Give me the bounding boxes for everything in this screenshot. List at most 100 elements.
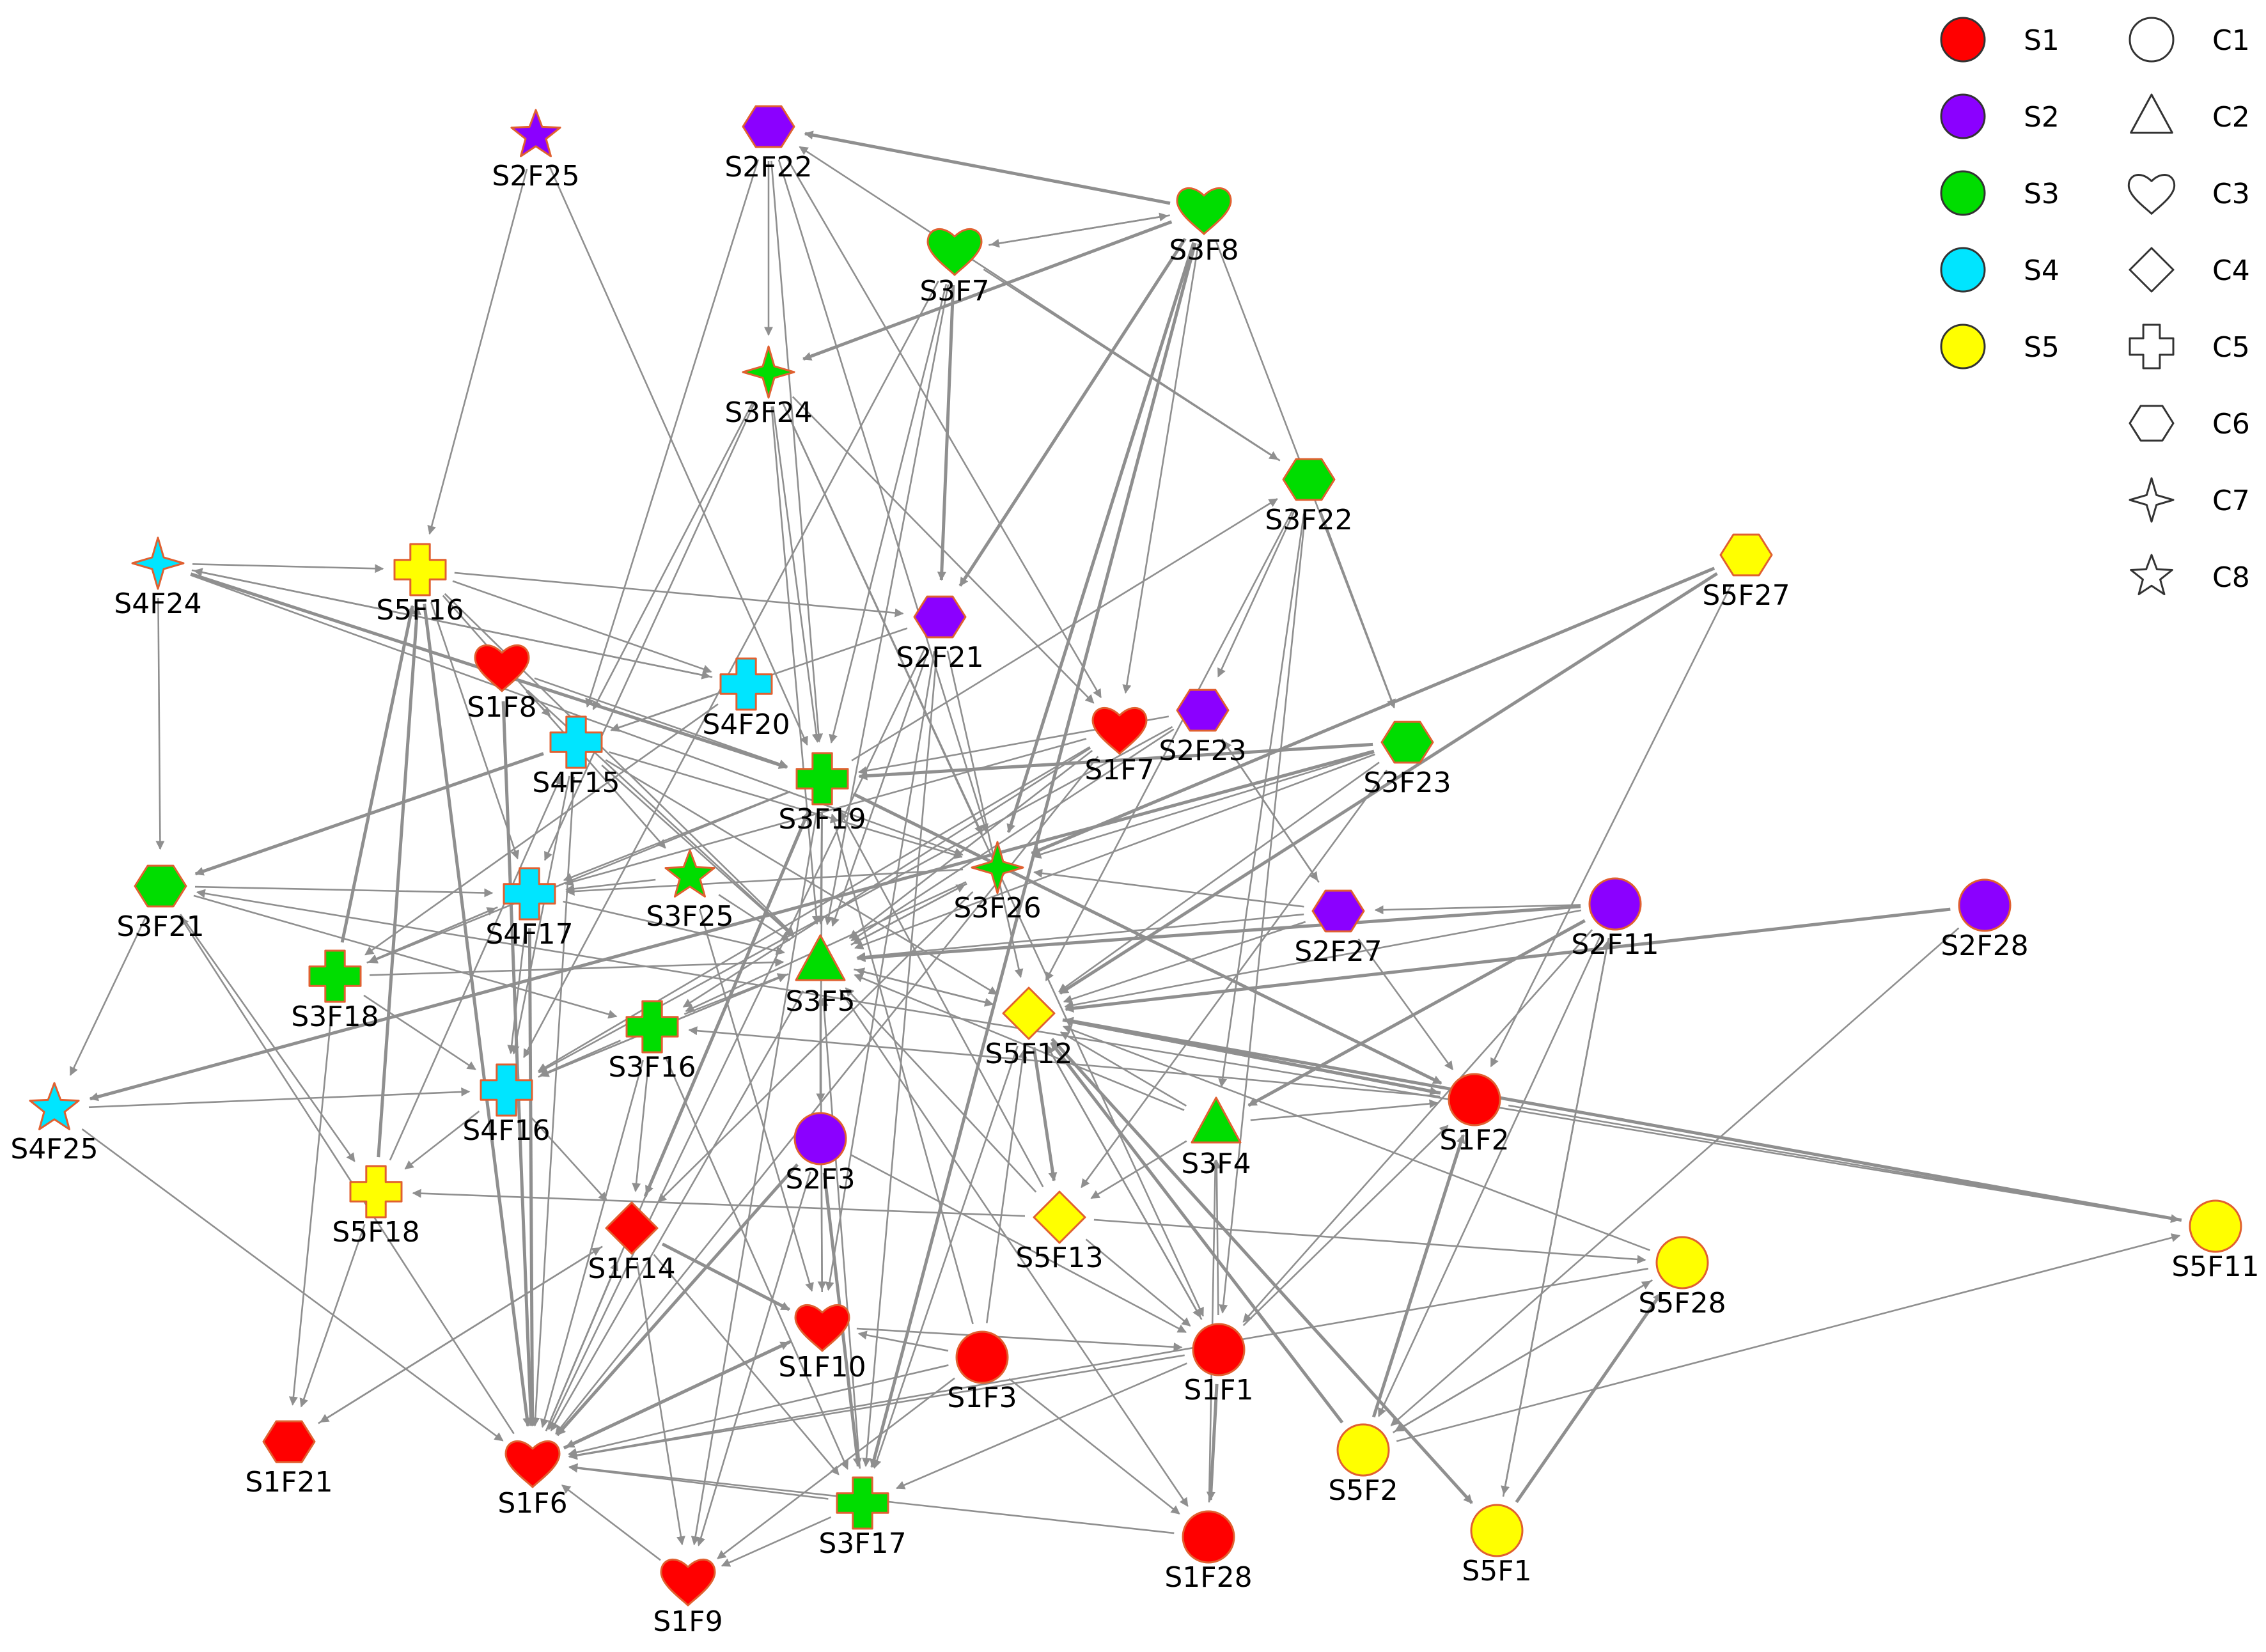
node-S5F12[interactable]: S5F12 xyxy=(985,986,1073,1070)
node-S1F9[interactable]: S1F9 xyxy=(653,1559,723,1638)
legend-shape-C4: C4 xyxy=(2129,247,2250,293)
edge-S3F16-S4F16 xyxy=(539,1040,621,1077)
node-S3F17[interactable]: S3F17 xyxy=(818,1476,907,1560)
node-S2F27[interactable]: S2F27 xyxy=(1294,889,1382,968)
node-S4F15[interactable]: S4F15 xyxy=(532,715,620,799)
cross-icon xyxy=(836,1476,889,1530)
node-S3F19[interactable]: S3F19 xyxy=(778,752,866,836)
node-S1F14[interactable]: S1F14 xyxy=(588,1201,676,1285)
edge-S3F23-S3F19 xyxy=(858,742,1373,781)
edge-S3F26-S4F17 xyxy=(565,868,964,896)
node-S4F25[interactable]: S4F25 xyxy=(10,1082,98,1165)
node-label: S4F25 xyxy=(10,1133,98,1165)
node-S1F1[interactable]: S1F1 xyxy=(1184,1323,1254,1407)
node-S5F16[interactable]: S5F16 xyxy=(376,543,464,627)
node-S5F2[interactable]: S5F2 xyxy=(1328,1423,1398,1507)
cross-icon xyxy=(719,657,773,711)
node-S1F3[interactable]: S1F3 xyxy=(947,1330,1017,1414)
edge-S3F24-S3F26 xyxy=(782,403,983,835)
node-S5F11[interactable]: S5F11 xyxy=(2171,1199,2260,1283)
node-S2F3[interactable]: S2F3 xyxy=(785,1112,856,1196)
edge-S1F1-S1F2 xyxy=(1242,1125,1449,1327)
edge-S2F3-S1F1 xyxy=(850,1154,1187,1334)
node-label: S5F16 xyxy=(376,594,464,627)
node-label: S4F15 xyxy=(532,767,620,799)
node-S4F16[interactable]: S4F16 xyxy=(462,1063,551,1147)
node-S5F1[interactable]: S5F1 xyxy=(1462,1504,1532,1587)
node-label: S3F17 xyxy=(818,1527,906,1560)
node-S3F16[interactable]: S3F16 xyxy=(608,1000,696,1084)
node-S3F23[interactable]: S3F23 xyxy=(1363,721,1451,799)
node-S1F7[interactable]: S1F7 xyxy=(1084,707,1155,786)
node-S4F20[interactable]: S4F20 xyxy=(702,657,790,741)
node-S5F28[interactable]: S5F28 xyxy=(1638,1236,1726,1320)
edge-S5F12-S5F1 xyxy=(1051,1038,1473,1504)
node-S5F18[interactable]: S5F18 xyxy=(332,1165,420,1249)
node-S5F13[interactable]: S5F13 xyxy=(1015,1190,1104,1274)
cross-icon xyxy=(795,752,849,806)
cross-icon xyxy=(503,867,556,921)
node-label: S4F24 xyxy=(114,588,201,620)
edge-S2F11-S2F27 xyxy=(1374,904,1581,915)
star5-icon xyxy=(510,109,561,157)
node-S1F28[interactable]: S1F28 xyxy=(1164,1510,1253,1594)
edge-S5F2-S5F12 xyxy=(1050,1041,1344,1424)
node-label: S1F28 xyxy=(1164,1561,1252,1594)
edge-S1F1-S1F6 xyxy=(568,1354,1185,1460)
node-S2F22[interactable]: S2F22 xyxy=(724,105,813,183)
edge-S1F3-S1F10 xyxy=(857,1330,949,1352)
edge-S3F17-S1F9 xyxy=(721,1516,832,1567)
edge-S2F21-S1F6 xyxy=(548,648,926,1430)
node-S1F10[interactable]: S1F10 xyxy=(778,1304,866,1383)
edge-S1F1-S3F4 xyxy=(1212,1159,1221,1316)
node-S5F27[interactable]: S5F27 xyxy=(1702,533,1790,612)
cross-icon xyxy=(625,1000,679,1054)
edge-S5F16-S4F17 xyxy=(430,602,520,860)
edge-S4F15-S1F6 xyxy=(531,776,575,1427)
node-S3F21[interactable]: S3F21 xyxy=(116,864,205,943)
node-S4F24[interactable]: S4F24 xyxy=(114,536,202,620)
diamond-icon xyxy=(1002,986,1056,1040)
node-S3F22[interactable]: S3F22 xyxy=(1265,458,1353,536)
hexagon-icon xyxy=(134,864,187,908)
edge-S3F25-S3F5 xyxy=(718,894,790,942)
edge-S3F18-S4F16 xyxy=(363,994,476,1070)
triangle-icon xyxy=(1191,1096,1242,1144)
heart-icon xyxy=(660,1559,716,1607)
node-S1F21[interactable]: S1F21 xyxy=(245,1420,333,1499)
edge-S5F12-S3F17 xyxy=(873,1045,1019,1469)
legend-shape-C3: C3 xyxy=(2127,174,2250,215)
node-S3F4[interactable]: S3F4 xyxy=(1181,1096,1251,1180)
edge-S3F16-S1F14 xyxy=(632,1061,650,1192)
node-S3F24[interactable]: S3F24 xyxy=(724,345,813,429)
legend-swatch xyxy=(1940,247,1986,293)
node-S2F25[interactable]: S2F25 xyxy=(492,109,580,192)
node-S3F7[interactable]: S3F7 xyxy=(919,228,990,308)
node-S4F17[interactable]: S4F17 xyxy=(485,867,574,951)
node-label: S1F6 xyxy=(497,1487,567,1520)
node-S2F23[interactable]: S2F23 xyxy=(1159,689,1247,767)
node-label: S3F21 xyxy=(116,910,204,943)
edge-S4F25-S4F16 xyxy=(88,1087,471,1109)
node-S1F6[interactable]: S1F6 xyxy=(497,1440,568,1520)
node-S2F21[interactable]: S2F21 xyxy=(896,595,984,674)
node-S3F5[interactable]: S3F5 xyxy=(785,934,856,1018)
edge-S2F22-S1F7 xyxy=(785,156,1102,699)
node-S1F8[interactable]: S1F8 xyxy=(467,644,537,724)
node-S1F2[interactable]: S1F2 xyxy=(1439,1073,1510,1157)
node-label: S3F7 xyxy=(919,275,989,308)
edge-S1F6-S1F10 xyxy=(563,1341,790,1450)
edge-S1F1-S5F12 xyxy=(1046,1045,1203,1320)
edge-S4F24-S3F21 xyxy=(155,597,165,850)
node-S2F11[interactable]: S2F11 xyxy=(1571,877,1659,961)
node-S3F26[interactable]: S3F26 xyxy=(953,841,1042,924)
node-S3F8[interactable]: S3F8 xyxy=(1169,187,1239,267)
node-S2F28[interactable]: S2F28 xyxy=(1941,878,2029,962)
node-S3F25[interactable]: S3F25 xyxy=(646,849,734,933)
legend-shape-C7: C7 xyxy=(2129,477,2250,523)
edge-S5F2-S1F2 xyxy=(1371,1134,1465,1418)
triangle-icon xyxy=(795,934,846,981)
node-S3F18[interactable]: S3F18 xyxy=(291,949,379,1033)
edge-S5F1-S2F11 xyxy=(1502,939,1611,1497)
